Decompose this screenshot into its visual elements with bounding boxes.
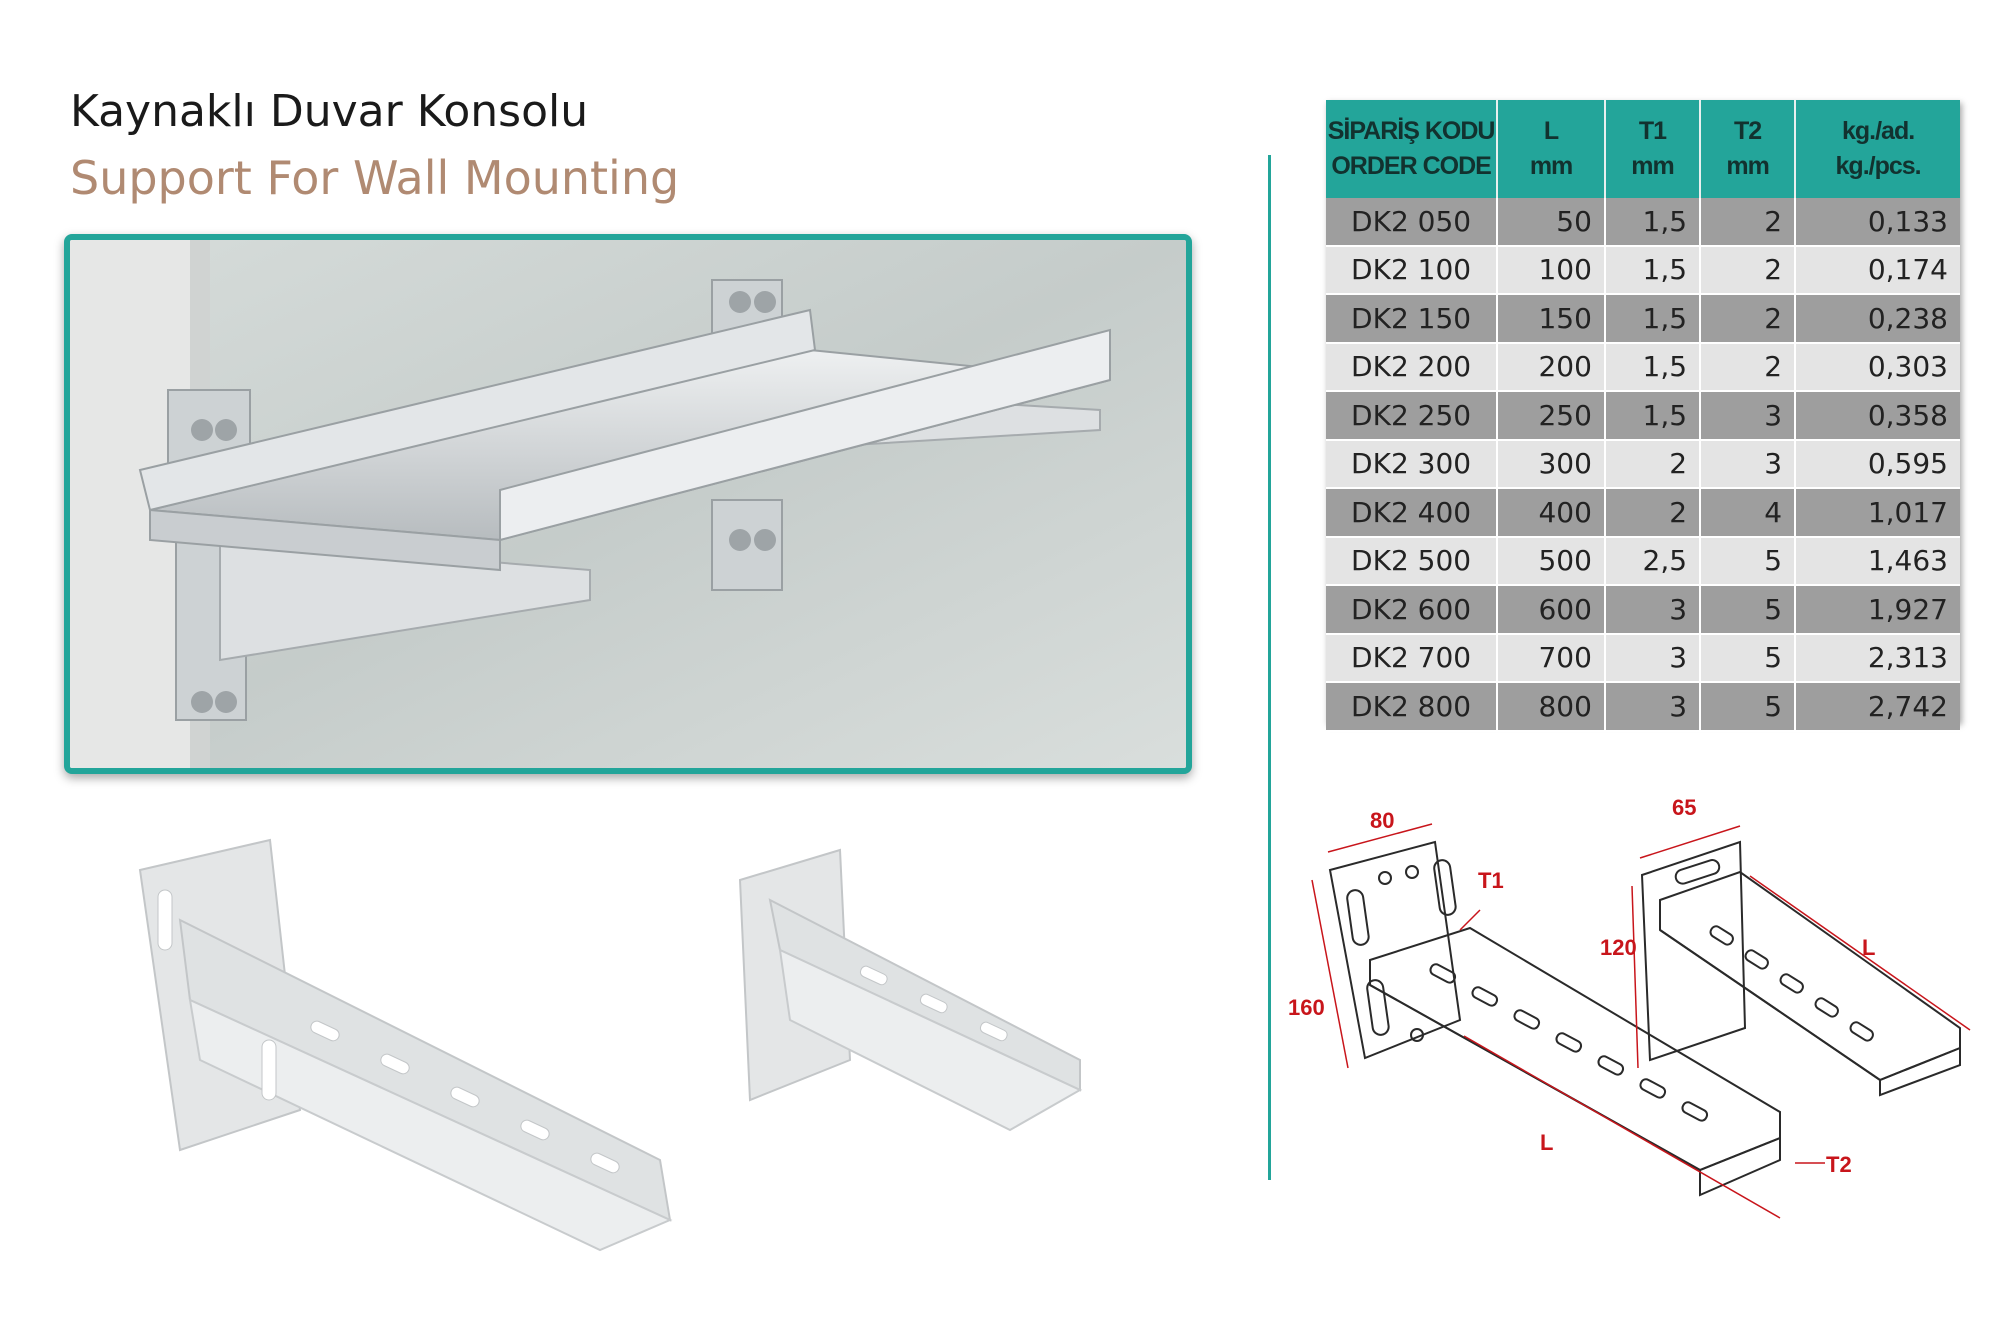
cell-t1: 2 — [1604, 488, 1702, 538]
cell-length: 200 — [1497, 342, 1606, 392]
dim-left-height: 160 — [1288, 995, 1325, 1020]
left-wall-plate — [1328, 840, 1462, 1060]
cell-weight: 0,238 — [1795, 294, 1960, 344]
cell-t2: 4 — [1700, 488, 1797, 538]
cell-t2: 5 — [1700, 633, 1797, 683]
cell-weight: 1,017 — [1795, 488, 1960, 538]
cell-t1: 1,5 — [1604, 342, 1702, 392]
title-english: Support For Wall Mounting — [70, 151, 680, 205]
cell-code: DK2 200 — [1326, 342, 1499, 392]
cell-weight: 0,358 — [1795, 391, 1960, 441]
cell-t1: 3 — [1604, 633, 1702, 683]
cell-length: 300 — [1497, 439, 1606, 489]
cell-length: 800 — [1497, 682, 1606, 732]
cell-weight: 0,303 — [1795, 342, 1960, 392]
cell-length: 100 — [1497, 245, 1606, 295]
cell-code: DK2 400 — [1326, 488, 1499, 538]
cell-length: 50 — [1497, 198, 1606, 247]
cell-length: 250 — [1497, 391, 1606, 441]
cell-t1: 3 — [1604, 585, 1702, 635]
cell-t2: 2 — [1700, 198, 1797, 247]
cell-t1: 1,5 — [1604, 391, 1702, 441]
cell-weight: 0,595 — [1795, 439, 1960, 489]
cell-t1: 2,5 — [1604, 536, 1702, 586]
cell-weight: 0,133 — [1795, 198, 1960, 247]
cell-weight: 0,174 — [1795, 245, 1960, 295]
header-weight: kg./ad.kg./pcs. — [1795, 100, 1960, 198]
installation-illustration — [70, 240, 1186, 768]
cell-code: DK2 250 — [1326, 391, 1499, 441]
section-divider — [1268, 155, 1271, 1180]
cell-code: DK2 100 — [1326, 245, 1499, 295]
cell-t1: 3 — [1604, 682, 1702, 732]
cell-length: 700 — [1497, 633, 1606, 683]
dim-left-width: 80 — [1370, 808, 1395, 833]
bracket-illustration-large — [138, 838, 673, 1252]
cell-code: DK2 600 — [1326, 585, 1499, 635]
dim-left-t2: T2 — [1826, 1152, 1852, 1177]
cell-code: DK2 800 — [1326, 682, 1499, 732]
dim-right-width: 65 — [1672, 795, 1697, 820]
dim-right-length: L — [1862, 935, 1876, 960]
cell-t1: 1,5 — [1604, 294, 1702, 344]
cell-t1: 1,5 — [1604, 198, 1702, 247]
dim-right-height: 120 — [1600, 935, 1637, 960]
cell-length: 400 — [1497, 488, 1606, 538]
cell-t2: 5 — [1700, 585, 1797, 635]
dim-left-t1: T1 — [1478, 868, 1504, 893]
installation-photo — [64, 234, 1192, 774]
cell-code: DK2 500 — [1326, 536, 1499, 586]
cell-weight: 2,313 — [1795, 633, 1960, 683]
cell-weight: 1,927 — [1795, 585, 1960, 635]
cell-t1: 2 — [1604, 439, 1702, 489]
cell-t1: 1,5 — [1604, 245, 1702, 295]
cell-weight: 2,742 — [1795, 682, 1960, 732]
cell-code: DK2 050 — [1326, 198, 1499, 247]
bracket-illustration-small — [738, 848, 1083, 1132]
cell-t2: 3 — [1700, 439, 1797, 489]
cell-code: DK2 150 — [1326, 294, 1499, 344]
cell-length: 600 — [1497, 585, 1606, 635]
cell-weight: 1,463 — [1795, 536, 1960, 586]
cell-t2: 2 — [1700, 245, 1797, 295]
cell-t2: 5 — [1700, 682, 1797, 732]
cell-length: 150 — [1497, 294, 1606, 344]
title-turkish: Kaynaklı Duvar Konsolu — [70, 86, 589, 137]
cell-length: 500 — [1497, 536, 1606, 586]
cell-t2: 5 — [1700, 536, 1797, 586]
right-wall-plate — [1640, 840, 1747, 1062]
cell-t2: 2 — [1700, 342, 1797, 392]
technical-drawing — [1311, 823, 1971, 1219]
cell-code: DK2 700 — [1326, 633, 1499, 683]
cell-t2: 2 — [1700, 294, 1797, 344]
cell-code: DK2 300 — [1326, 439, 1499, 489]
cell-t2: 3 — [1700, 391, 1797, 441]
dim-left-length: L — [1540, 1130, 1554, 1155]
